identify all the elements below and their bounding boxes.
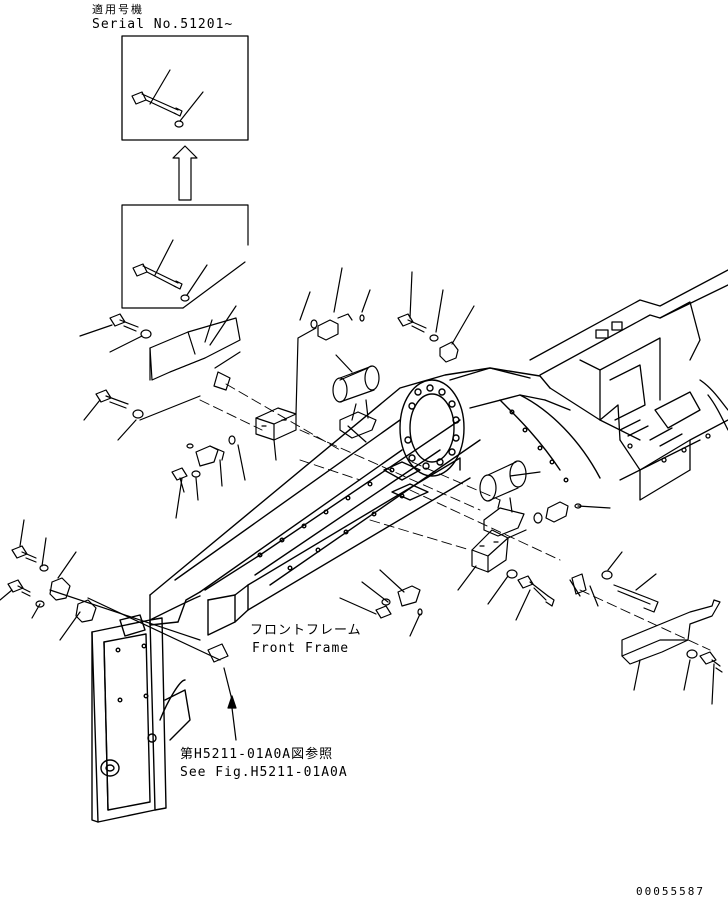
front-panel (91, 595, 201, 823)
see-figure-label-en: See Fig.H5211-01A0A (180, 765, 348, 780)
upgrade-arrow (172, 145, 198, 201)
front-frame-label-en: Front Frame (252, 641, 350, 656)
cylinder-lower (479, 460, 541, 537)
see-figure-label-jp: 第H5211-01A0A図参照 (180, 747, 334, 762)
valve-block-left (255, 267, 371, 461)
rear-frame (529, 269, 728, 501)
fittings-center-lower (339, 569, 423, 637)
drawing-number: 00055587 (636, 885, 705, 898)
valve-block-right (457, 501, 611, 621)
fittings-cluster (171, 435, 246, 519)
detail-box-standard (121, 204, 249, 309)
bolt-group-lower-left (0, 519, 221, 661)
serial-label-en: Serial No.51201~ (92, 17, 234, 32)
harness-clip (207, 643, 237, 741)
bolt-group-upper-right (397, 271, 475, 363)
front-frame-label-jp: フロントフレーム (250, 623, 362, 638)
bracket-group-lower-right (569, 551, 723, 705)
assembly-lines (199, 383, 711, 651)
cylinder-upper (332, 354, 380, 443)
front-frame (149, 367, 601, 636)
bracket-group-upper-left (79, 305, 241, 391)
serial-label-jp: 適用号機 (92, 3, 144, 16)
detail-box-new-serial (121, 35, 249, 141)
bracket-group-mid-left (83, 389, 201, 441)
